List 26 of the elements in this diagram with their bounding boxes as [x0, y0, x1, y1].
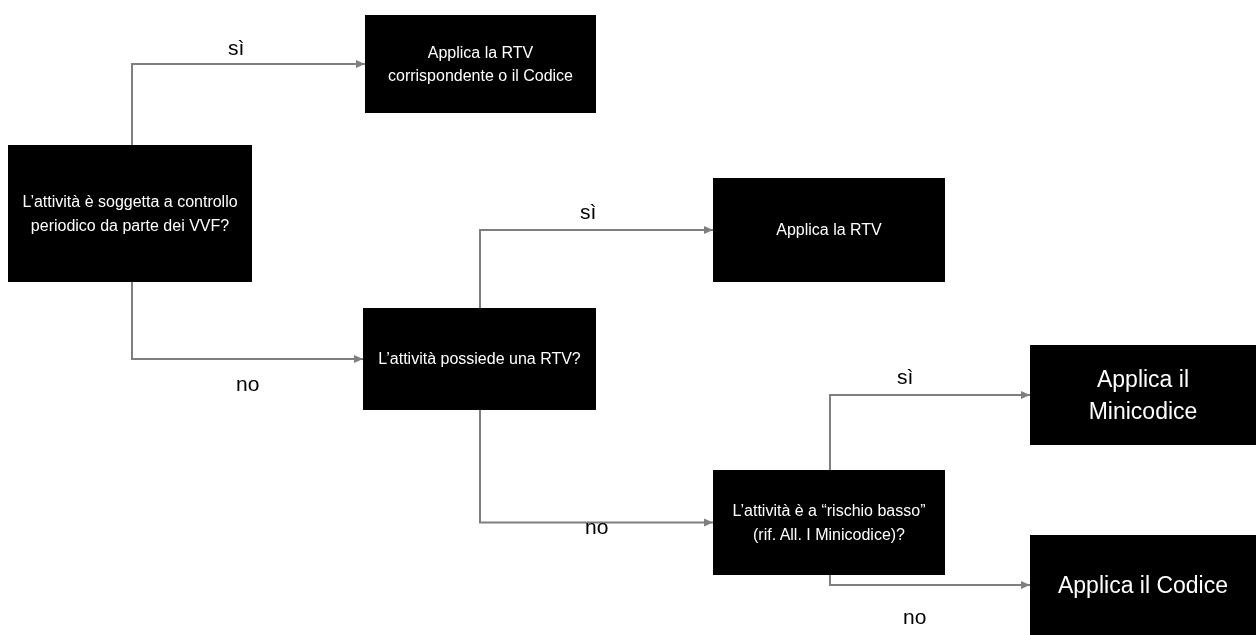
- node-text: Applica la RTV corrispondente o il Codice: [387, 42, 574, 86]
- process-box: [1030, 345, 1256, 445]
- node-text: L’attività è soggetta a controllo periodico da parte dei VVF?: [22, 192, 238, 236]
- edge-label: sì: [580, 200, 597, 224]
- arrow: [479, 226, 714, 309]
- decision-box: [713, 470, 945, 575]
- process-box: [365, 15, 596, 113]
- edge-label: no: [585, 515, 609, 539]
- arrow: [131, 60, 366, 146]
- process-box: [713, 178, 945, 282]
- edge-label: sì: [228, 36, 245, 60]
- arrow: [479, 409, 714, 527]
- edge-label: no: [236, 372, 260, 396]
- node-text: L’attività possiede una RTV?: [378, 349, 581, 370]
- edge-label: sì: [897, 365, 914, 389]
- decision-box: [8, 145, 252, 282]
- arrow: [131, 281, 364, 363]
- arrow: [829, 574, 1031, 589]
- node-text: L’attività è a “rischio basso” (rif. All. I Minicodice)?: [731, 501, 927, 545]
- process-box: [1030, 535, 1256, 635]
- edge-label: no: [903, 605, 927, 629]
- decision-box: [363, 308, 596, 410]
- arrow: [829, 391, 1031, 471]
- node-text: Applica il Minicodice: [1087, 364, 1199, 426]
- node-text: Applica la RTV: [776, 220, 882, 241]
- node-text: Applica il Codice: [1058, 570, 1228, 600]
